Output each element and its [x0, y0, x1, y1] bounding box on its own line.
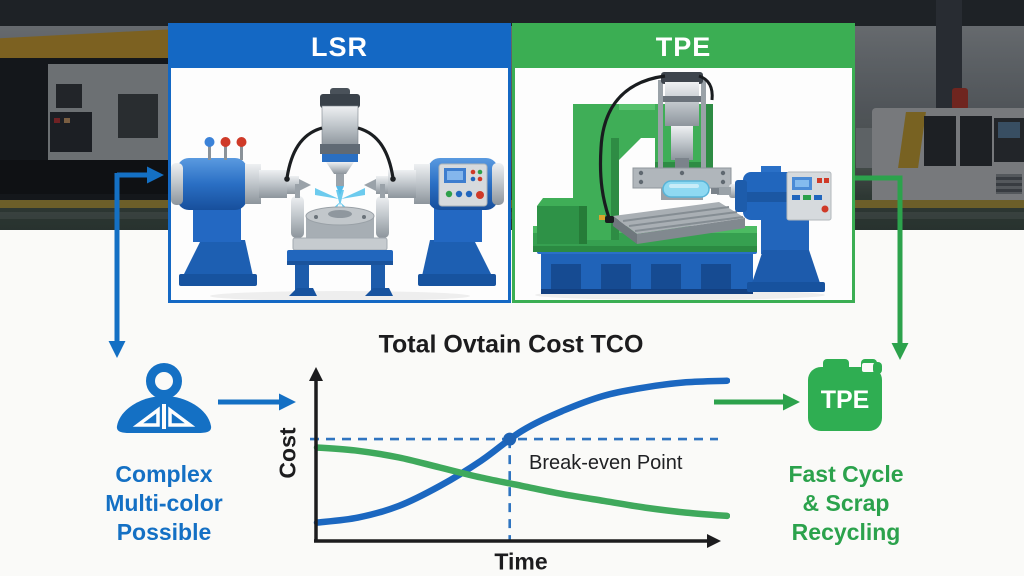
lsr-feature-line: Possible	[116, 519, 212, 545]
tpe-badge-label: TPE	[821, 386, 870, 414]
tpe-panel-illustration	[515, 68, 852, 300]
lsr-panel: LSR	[168, 23, 511, 303]
tpe-control-panel	[786, 171, 832, 221]
multi-color-mold-icon	[112, 362, 216, 441]
chart-title: Total Ovtain Cost TCO	[378, 330, 644, 359]
tpe-material-badge-icon: TPE	[806, 358, 888, 439]
tpe-panel-header: TPE	[515, 26, 852, 68]
lsr-feature-line: Multi-color	[105, 490, 223, 516]
curve-lsr	[313, 377, 731, 526]
lsr-panel-header: LSR	[171, 26, 508, 68]
lsr-panel-illustration	[171, 68, 508, 300]
tpe-feature-text: Fast Cycle & Scrap Recycling	[761, 460, 931, 547]
break-even-dot	[503, 432, 517, 446]
lsr-feature-line: Complex	[115, 461, 213, 487]
tpe-press-cylinder	[658, 72, 706, 168]
bg-machine-right-red-part	[952, 88, 968, 110]
tpe-feature-line: Recycling	[791, 519, 901, 545]
tpe-green-box	[537, 198, 593, 244]
tpe-worktable	[613, 202, 745, 244]
tpe-panel: TPE	[512, 23, 855, 303]
tpe-cable	[598, 74, 666, 219]
break-even-label: Break-even Point	[529, 452, 683, 474]
tpe-feature-line: Fast Cycle	[788, 461, 904, 487]
lsr-control-panel	[438, 163, 488, 207]
lsr-valves	[204, 137, 247, 160]
curve-tpe	[313, 444, 731, 520]
chart-curves	[313, 377, 731, 526]
tpe-machine-illustration	[533, 72, 832, 300]
tpe-feature-line: & Scrap	[802, 490, 890, 516]
tco-chart-svg	[309, 367, 731, 548]
lsr-center-press	[284, 88, 396, 195]
chart-xlabel: Time	[494, 548, 548, 575]
lsr-feature-text: Complex Multi-color Possible	[79, 460, 249, 547]
lsr-mold-table	[287, 184, 393, 296]
lsr-machines-illustration	[171, 88, 504, 300]
tco-chart	[270, 360, 731, 570]
